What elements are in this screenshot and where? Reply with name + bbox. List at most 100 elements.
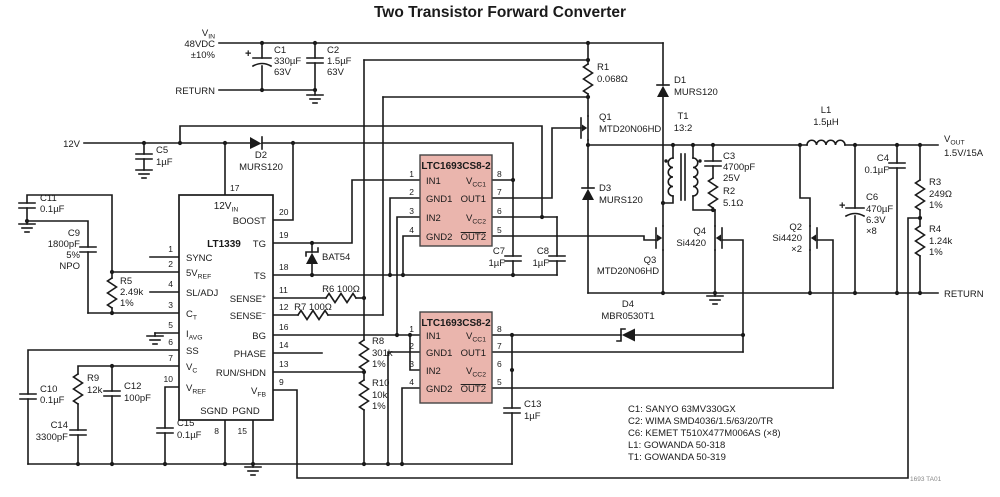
capacitor-c14 bbox=[69, 429, 87, 436]
label-r3-ref: R3 bbox=[929, 177, 941, 188]
pin-label-vc: VC bbox=[186, 362, 197, 375]
pin-label-vcc1: VCC1 bbox=[466, 176, 486, 189]
pin-num-7: 7 bbox=[168, 353, 173, 363]
resistor-r3 bbox=[914, 179, 926, 211]
pin-label-sync: SYNC bbox=[186, 253, 213, 264]
capacitor-c9 bbox=[79, 246, 97, 253]
label-d2-ref: D2 bbox=[255, 150, 267, 161]
label-c8-val: 1µF bbox=[532, 258, 549, 269]
label-lt1339-part: LT1339 bbox=[207, 239, 241, 250]
output-labels: VOUT 1.5V/15A RETURN bbox=[944, 134, 984, 300]
label-q3-ref: Q3 bbox=[644, 255, 657, 266]
label-q2-val: Si4420 bbox=[772, 233, 802, 244]
svg-text:6: 6 bbox=[497, 206, 502, 216]
symbols-layer bbox=[18, 57, 926, 476]
pin-label-in1: IN1 bbox=[426, 176, 441, 187]
label-r6-ref: R6 100Ω bbox=[322, 284, 360, 295]
label-c4-val: 0.1µF bbox=[865, 165, 890, 176]
transformer-t1 bbox=[664, 153, 702, 201]
svg-text:2: 2 bbox=[409, 187, 414, 197]
label-t1-ref: T1 bbox=[677, 111, 688, 122]
pin-num-3: 3 bbox=[168, 300, 173, 310]
label-vout-spec: 1.5V/15A bbox=[944, 148, 984, 159]
label-q2-ref: Q2 bbox=[789, 222, 802, 233]
label-c5-ref: C5 bbox=[156, 145, 168, 156]
label-r3-tol: 1% bbox=[929, 200, 943, 211]
pin-num-9: 9 bbox=[279, 377, 284, 387]
label-r8-val: 301k bbox=[372, 348, 393, 359]
svg-text:5: 5 bbox=[497, 377, 502, 387]
svg-text:5: 5 bbox=[497, 225, 502, 235]
label-r2-val: 5.1Ω bbox=[723, 198, 743, 209]
svg-text:6: 6 bbox=[497, 359, 502, 369]
label-c14-val: 3300pF bbox=[36, 432, 68, 443]
capacitor-c15 bbox=[156, 427, 174, 434]
pin-label-vcc2: VCC2 bbox=[466, 213, 486, 226]
pin-label-5vref: 5VREF bbox=[186, 268, 211, 281]
label-r2-ref: R2 bbox=[723, 186, 735, 197]
resistor-r2 bbox=[707, 177, 719, 209]
diode-d3 bbox=[581, 187, 595, 201]
pin-label-ts: TS bbox=[254, 271, 266, 282]
pin-label-tg: TG bbox=[253, 239, 266, 250]
label-d1-ref: D1 bbox=[674, 75, 686, 86]
label-c4-ref: C4 bbox=[877, 153, 889, 164]
pin-num-17: 17 bbox=[230, 183, 240, 193]
svg-text:7: 7 bbox=[497, 187, 502, 197]
label-r3-val: 249Ω bbox=[929, 189, 952, 200]
capacitor-c6 bbox=[845, 207, 865, 217]
pin-num-10: 10 bbox=[164, 374, 174, 384]
label-c6-qty: ×8 bbox=[866, 226, 877, 237]
ground-icon bbox=[306, 94, 324, 104]
label-t1-ratio: 13:2 bbox=[674, 123, 693, 134]
label-r1-ref: R1 bbox=[597, 62, 609, 73]
label-return-out: RETURN bbox=[944, 289, 984, 300]
label-c1-ref: C1 bbox=[274, 45, 286, 56]
capacitor-c7 bbox=[504, 255, 522, 262]
diode-d1 bbox=[656, 84, 670, 98]
ltc1693-lower-labels: LTC1693CS8-2 IN1 GND1 IN2 GND2 VCC1 OUT1… bbox=[409, 318, 502, 395]
pin-label-ct: CT bbox=[186, 309, 197, 322]
pin-label-in2: IN2 bbox=[426, 366, 441, 377]
label-c6-ref: C6 bbox=[866, 192, 878, 203]
label-c9-ref: C9 bbox=[68, 228, 80, 239]
svg-text:4: 4 bbox=[409, 225, 414, 235]
label-c1-val: 330µF bbox=[274, 56, 301, 67]
label-c5-val: 1µF bbox=[156, 157, 173, 168]
pin-label-boost: BOOST bbox=[233, 216, 266, 227]
label-c12-ref: C12 bbox=[124, 381, 141, 392]
label-c8-ref: C8 bbox=[537, 246, 549, 257]
page-title: Two Transistor Forward Converter bbox=[374, 4, 626, 21]
pin-label-out2: OUT2 bbox=[461, 232, 486, 243]
capacitor-c2 bbox=[306, 57, 324, 64]
label-c11-val: 0.1µF bbox=[40, 204, 65, 215]
pin-label-gnd2: GND2 bbox=[426, 232, 452, 243]
label-q4-ref: Q4 bbox=[693, 226, 706, 237]
label-bat54-ref: BAT54 bbox=[322, 252, 350, 263]
pin-num-2: 2 bbox=[168, 259, 173, 269]
label-r4-val: 1.24k bbox=[929, 236, 952, 247]
label-c2-volt: 63V bbox=[327, 67, 345, 78]
lt1339-labels: 17 12VIN LT1339 SYNC 5VREF SL/ADJ CT IAV… bbox=[164, 183, 289, 436]
pin-label-vcc1: VCC1 bbox=[466, 331, 486, 344]
pin-num-16: 16 bbox=[279, 322, 289, 332]
label-r1-val: 0.068Ω bbox=[597, 74, 628, 85]
svg-text:2: 2 bbox=[409, 341, 414, 351]
pin-label-in2: IN2 bbox=[426, 213, 441, 224]
pin-num-19: 19 bbox=[279, 230, 289, 240]
label-c10-ref: C10 bbox=[40, 384, 57, 395]
pin-label-bg: BG bbox=[252, 331, 266, 342]
pin-num-4: 4 bbox=[168, 279, 173, 289]
label-d4-ref: D4 bbox=[622, 299, 634, 310]
pin-label-phase: PHASE bbox=[234, 349, 266, 360]
label-c9-val: 1800pF bbox=[48, 239, 80, 250]
capacitor-c12 bbox=[103, 390, 121, 397]
pin-label-iavg: IAVG bbox=[186, 329, 203, 342]
note-c6: C6: KEMET T510X477M006AS (×8) bbox=[628, 428, 781, 439]
label-c6-volt: 6.3V bbox=[866, 215, 886, 226]
label-r10-val: 10k bbox=[372, 390, 388, 401]
label-r9-ref: R9 bbox=[87, 373, 99, 384]
label-c10-val: 0.1µF bbox=[40, 395, 65, 406]
label-l1-val: 1.5µH bbox=[813, 117, 839, 128]
